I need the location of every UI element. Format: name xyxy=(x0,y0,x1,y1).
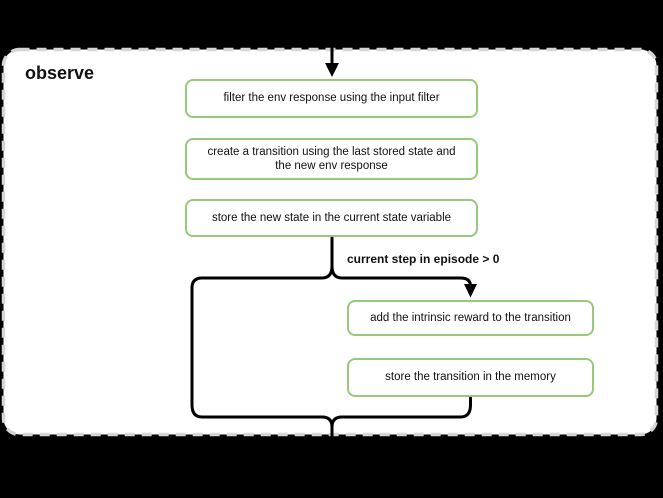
step-label: filter the env response using the input … xyxy=(223,92,440,105)
step-create-transition: create a transition using the last store… xyxy=(185,138,478,180)
step-filter-env-response: filter the env response using the input … xyxy=(185,79,478,118)
condition-label: current step in episode > 0 xyxy=(347,252,500,266)
observe-group-container xyxy=(1,47,659,437)
step-store-transition-memory: store the transition in the memory xyxy=(347,358,594,397)
arrow-down-entry-icon xyxy=(325,63,339,77)
arrow-down-branch-icon xyxy=(464,284,477,298)
merge-exit-line xyxy=(330,397,472,470)
step-label: store the new state in the current state… xyxy=(211,211,452,224)
step-label: store the transition in the memory xyxy=(385,371,556,384)
step-add-intrinsic-reward: add the intrinsic reward to the transiti… xyxy=(347,300,594,336)
diagram-title: observe xyxy=(25,63,95,83)
step-label: create a transition using the last store… xyxy=(207,145,456,172)
step-store-new-state: store the new state in the current state… xyxy=(185,199,478,237)
step-label: add the intrinsic reward to the transiti… xyxy=(370,311,571,324)
condition-branch-line xyxy=(330,265,472,287)
bypass-branch-line xyxy=(190,237,334,470)
